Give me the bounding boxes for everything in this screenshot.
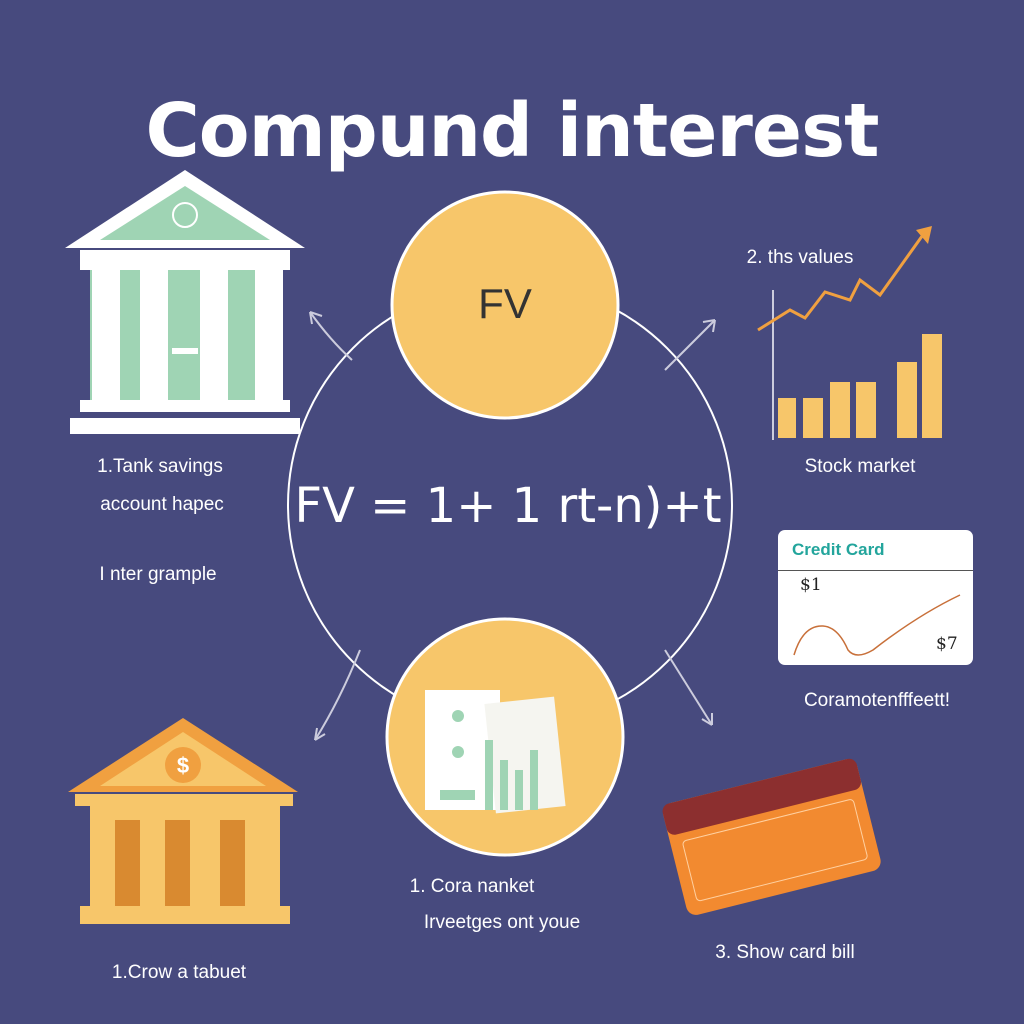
page-title: Compund interest (145, 88, 879, 174)
credit-value-end: $7 (936, 634, 958, 654)
credit-caption: Coramotenfffeett! (803, 690, 951, 711)
credit-card-panel: Credit Card $1 $7 (778, 530, 973, 665)
bank-caption-line3: I nter grample (99, 564, 217, 585)
documents-caption-line1: 1. Cora nanket (409, 876, 535, 897)
stock-chart-icon (757, 226, 942, 440)
connector-arrows (309, 311, 716, 741)
fv-circle (390, 190, 620, 420)
formula: FV = 1+ 1 rt-n)+t (294, 478, 722, 534)
credit-card-header: Credit Card (792, 540, 885, 559)
credit-value-start: $1 (800, 575, 822, 595)
credit-curve (793, 594, 961, 656)
credit-card-icon (662, 758, 881, 915)
chart-label: 2. ths values (746, 247, 854, 268)
dollar-bank-caption: 1.Crow a tabuet (111, 962, 247, 983)
svg-text:$: $ (177, 753, 189, 778)
stock-market-caption: Stock market (804, 456, 916, 477)
dollar-bank-icon: $ (68, 718, 298, 924)
bank-caption-line1: 1.Tank savings (97, 456, 223, 477)
card-bill-caption: 3. Show card bill (715, 942, 855, 963)
bank-caption-line2: account hapec (100, 494, 224, 515)
fv-label: FV (478, 280, 532, 327)
documents-icon (425, 690, 566, 814)
bank-building-icon (65, 170, 305, 434)
documents-caption-line2: Irveetges ont youe (423, 912, 581, 933)
